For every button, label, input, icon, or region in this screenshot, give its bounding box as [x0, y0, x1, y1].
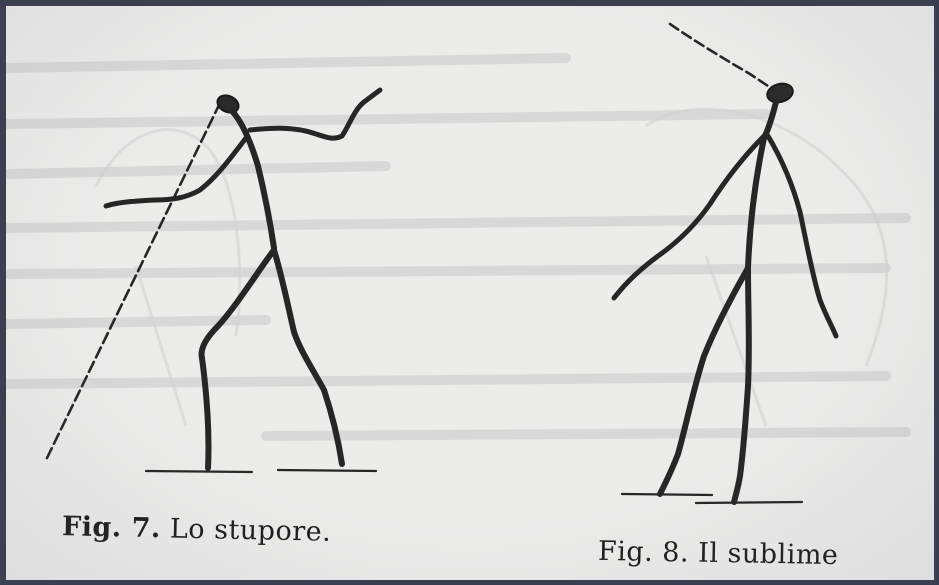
- fig-8-gaze-line: [670, 24, 774, 90]
- fig-7-left-arm: [106, 138, 246, 206]
- fig-8-drawing: [614, 24, 836, 503]
- fig-8-right-leg: [734, 268, 749, 502]
- fig-8-number: Fig. 8.: [598, 536, 690, 569]
- fig-8-head: [765, 81, 795, 105]
- fig-7-ground-left: [146, 471, 252, 472]
- fig-7-right-leg: [274, 250, 342, 464]
- fig-7-right-arm: [250, 90, 380, 138]
- fig-7-number: Fig. 7.: [62, 511, 161, 544]
- fig-8-title: Il sublime: [698, 538, 839, 571]
- fig-8-right-arm: [768, 136, 836, 336]
- fig-7-title: Lo stupore.: [170, 513, 332, 547]
- fig-7-left-leg: [202, 250, 274, 468]
- fig-8-ground-left: [622, 494, 712, 495]
- book-page: Fig. 7. Lo stupore. Fig. 8. Il sublime: [6, 6, 934, 580]
- fig-7-cane: [46, 103, 220, 460]
- fig-7-drawing: [46, 90, 380, 472]
- fig-8-torso: [748, 102, 776, 268]
- fig-7-ground-right: [278, 470, 376, 471]
- fig-8-caption: Fig. 8. Il sublime: [598, 536, 839, 571]
- fig-8-ground-right: [696, 502, 802, 503]
- figures-illustration: [6, 6, 934, 580]
- fig-8-left-leg: [660, 268, 748, 494]
- fig-7-caption: Fig. 7. Lo stupore.: [62, 511, 332, 548]
- fig-7-head: [215, 92, 242, 116]
